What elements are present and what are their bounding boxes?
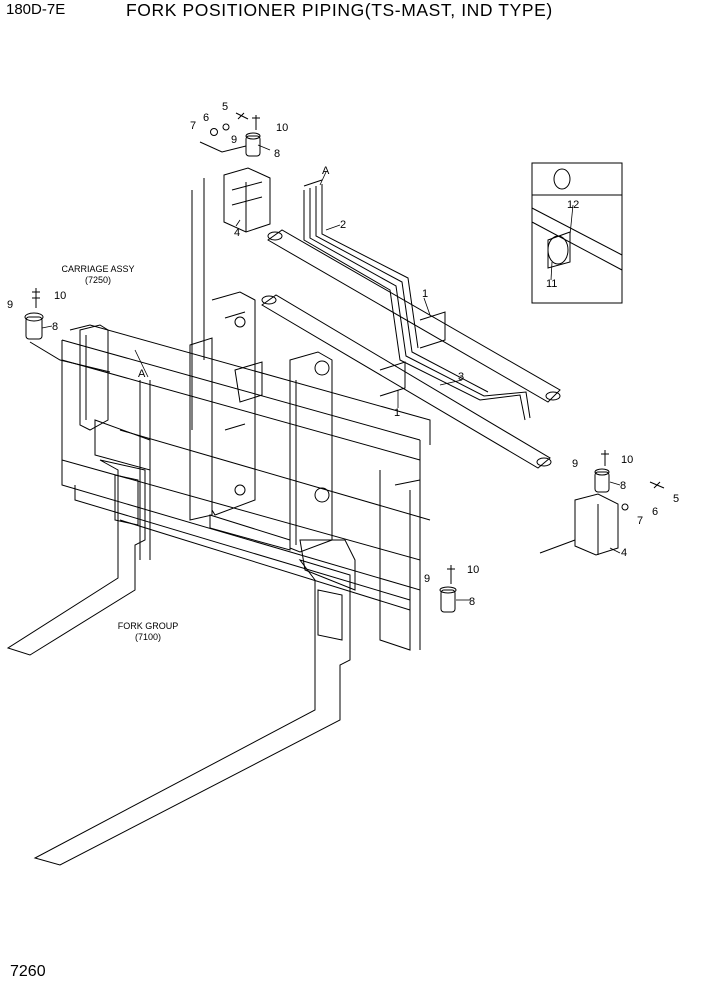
- page-title: FORK POSITIONER PIPING(TS-MAST, IND TYPE…: [126, 0, 553, 20]
- callout-7-top: 7: [190, 120, 196, 132]
- callout-5-right: 5: [673, 493, 679, 505]
- callout-11: 11: [546, 278, 557, 290]
- detail-inset: [531, 162, 623, 304]
- fork-note-line1: FORK GROUP: [118, 621, 179, 631]
- callout-10-left: 10: [54, 290, 66, 302]
- callout-10-lower: 10: [467, 564, 479, 576]
- leader-lines: [41, 144, 621, 601]
- carriage-note-line1: CARRIAGE ASSY: [61, 264, 134, 274]
- callout-8-top: 8: [274, 148, 280, 160]
- callout-1-lower: 1: [394, 407, 400, 419]
- carriage-note-line2: (7250): [85, 275, 111, 285]
- callout-9-right: 9: [572, 458, 578, 470]
- model-code: 180D-7E: [6, 1, 66, 18]
- callout-9-left: 9: [7, 299, 13, 311]
- callout-10-right: 10: [621, 454, 633, 466]
- callout-8-right: 8: [620, 480, 626, 492]
- cylinder-lower: [261, 294, 552, 469]
- callout-4-top: 4: [234, 227, 240, 239]
- callout-2: 2: [340, 219, 346, 231]
- right-bracket-group: [539, 450, 665, 556]
- callout-8-lower: 8: [469, 596, 475, 608]
- fork-left: [6, 459, 146, 656]
- callout-7-right: 7: [637, 515, 643, 527]
- callout-10-top: 10: [276, 122, 288, 134]
- fork-right: [33, 559, 351, 866]
- callout-6-right: 6: [652, 506, 658, 518]
- callout-8-left: 8: [52, 321, 58, 333]
- view-marker-a-top: A: [322, 165, 330, 177]
- callout-9-top: 9: [231, 134, 237, 146]
- callout-4-right: 4: [621, 547, 627, 559]
- carriage-frame: [61, 291, 431, 651]
- cylinder-upper: [267, 229, 561, 403]
- callout-6-top: 6: [203, 112, 209, 124]
- hydraulic-hoses: [303, 179, 531, 421]
- left-fitting-group: [24, 288, 111, 373]
- callout-5-top: 5: [222, 101, 228, 113]
- callout-9-lower: 9: [424, 573, 430, 585]
- view-marker-a-left: A: [138, 368, 146, 380]
- callout-1-upper: 1: [422, 288, 428, 300]
- lower-right-fitting: [439, 565, 457, 613]
- callout-12: 12: [567, 199, 579, 211]
- top-bracket-group: [191, 112, 271, 430]
- fork-note-line2: (7100): [135, 632, 161, 642]
- page-number: 7260: [10, 963, 46, 980]
- callout-3: 3: [458, 371, 464, 383]
